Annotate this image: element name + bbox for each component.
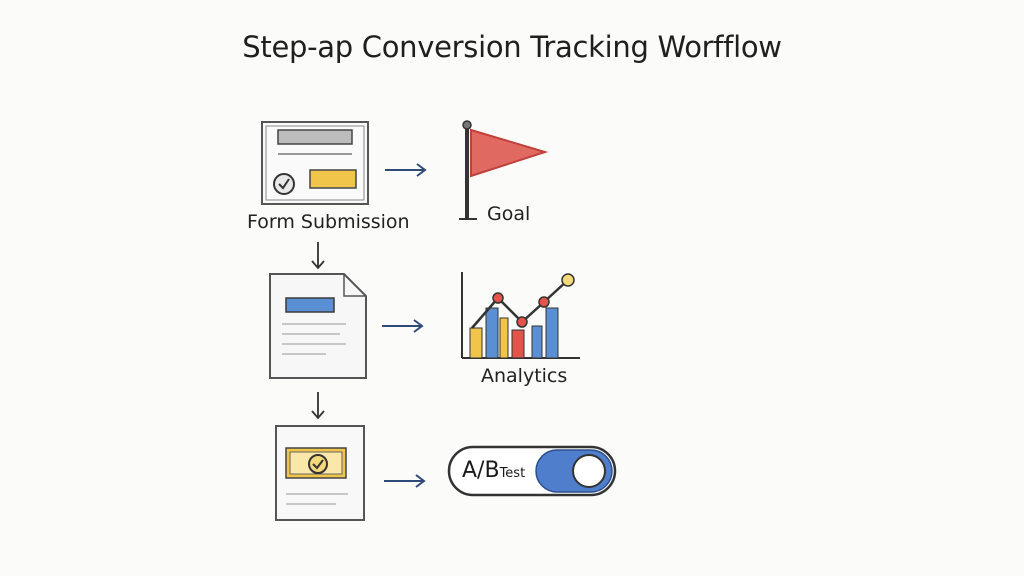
diagram-title: Step-ap Conversion Tracking Worfflow	[242, 30, 782, 64]
goal-label: Goal	[487, 203, 531, 225]
ab-label: A/B	[462, 458, 500, 483]
form-icon	[261, 121, 369, 205]
toggle-switch-icon	[447, 445, 617, 497]
form-submission-label: Form Submission	[247, 211, 410, 233]
arrow-down-1	[311, 242, 325, 270]
analytics-chart-icon	[461, 272, 580, 359]
arrow-down-2	[311, 392, 325, 420]
flag-icon	[459, 120, 549, 220]
analytics-label: Analytics	[481, 365, 568, 387]
test-label: Test	[499, 466, 526, 481]
document-icon	[269, 273, 367, 379]
verified-report-icon	[275, 425, 365, 521]
arrow-right-1	[385, 163, 427, 177]
arrow-right-2	[382, 319, 424, 333]
ab-test-label: A/BTest	[462, 458, 525, 483]
arrow-right-3	[384, 474, 426, 488]
